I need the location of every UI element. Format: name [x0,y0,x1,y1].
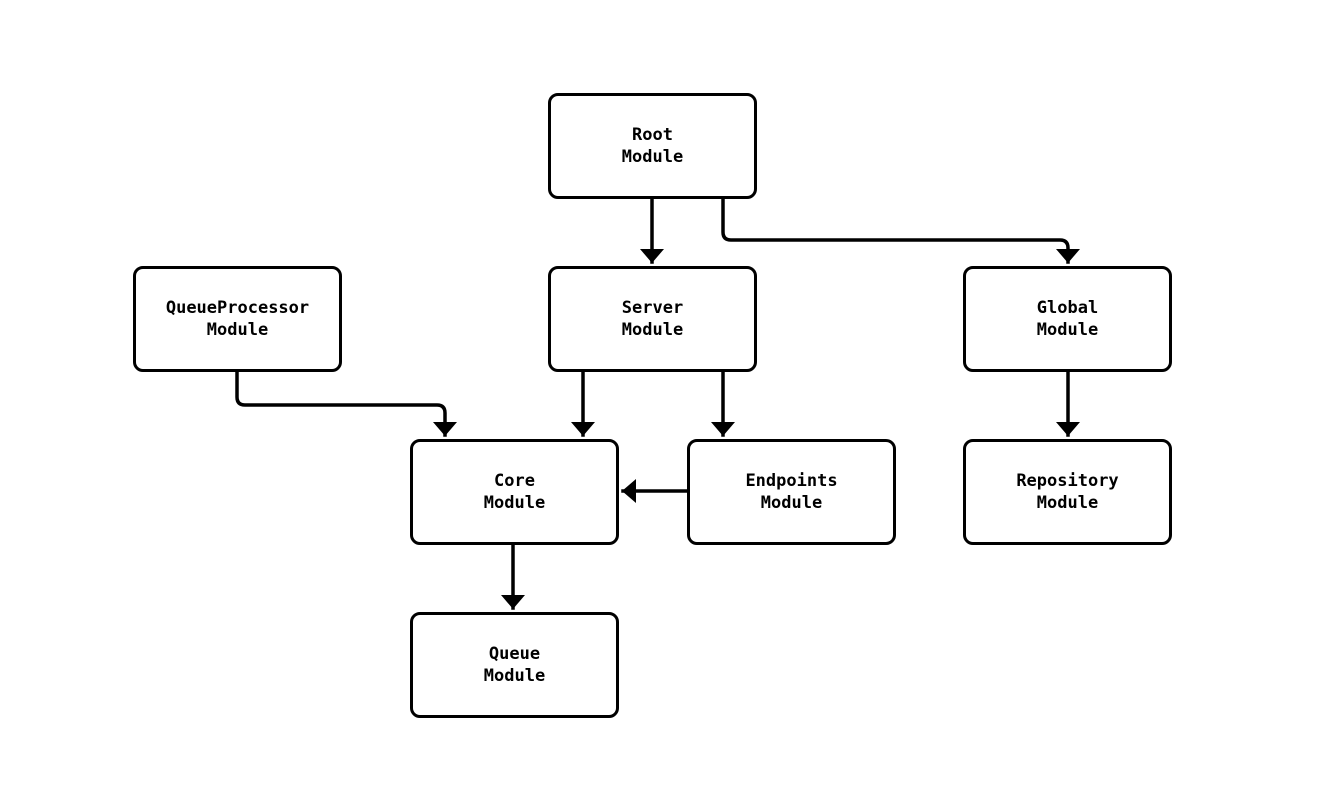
node-label-line1: QueueProcessor [165,298,310,318]
node-label-line1: Server [621,298,684,318]
node-global-module: Global Module [963,266,1172,372]
node-label-line2: Module [1036,493,1099,513]
node-label-line2: Module [483,666,546,686]
edge-queueprocessor-to-core [235,370,457,437]
node-label-line2: Module [206,320,269,340]
node-core-module: Core Module [410,439,619,545]
node-repository-module: Repository Module [963,439,1172,545]
node-label-line1: Repository [1016,471,1119,491]
node-label-line2: Module [1036,320,1099,340]
node-label-line1: Endpoints [745,471,838,491]
node-label-line1: Queue [488,644,541,664]
node-label-line2: Module [621,320,684,340]
node-root-module: Root Module [548,93,757,199]
node-label-line2: Module [760,493,823,513]
node-label-line1: Core [494,471,535,491]
node-label-line2: Module [483,493,546,513]
node-queueprocessor-module: QueueProcessor Module [133,266,342,372]
node-label-line2: Module [621,147,684,167]
node-label-line1: Root [632,125,673,145]
node-label-line1: Global [1036,298,1099,318]
edge-root-to-global [721,197,1080,264]
node-queue-module: Queue Module [410,612,619,718]
node-endpoints-module: Endpoints Module [687,439,896,545]
node-server-module: Server Module [548,266,757,372]
